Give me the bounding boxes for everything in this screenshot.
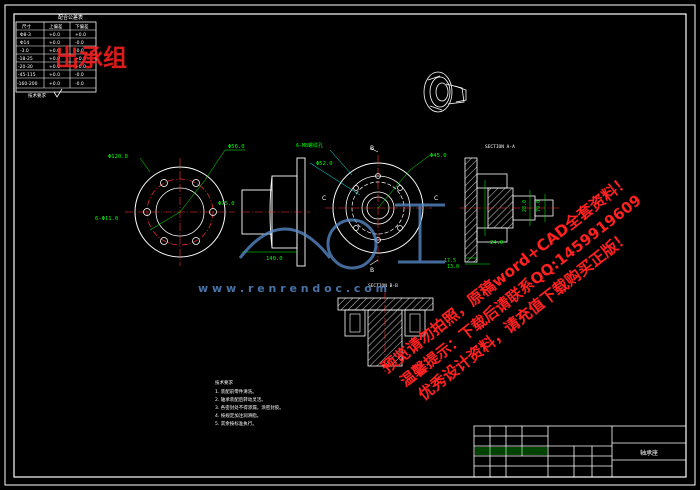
dim-label: Φ45.0: [430, 153, 447, 159]
watermark-line-2: 温馨提示：下载后请联系QQ:1459919609: [397, 191, 645, 390]
table-row: -160-200 +0.0 -0.0: [17, 81, 84, 87]
site-url-watermark: w w w . r e n r e n d o c . c o m: [198, 282, 387, 295]
technical-notes: 技术要求 1. 装配前零件清洗。 2. 轴承装配后转动灵活。 3. 各密封处不得…: [215, 379, 284, 427]
middle-side-view: [241, 157, 310, 267]
tech-note: 2. 轴承装配后转动灵活。: [215, 396, 266, 403]
dim-label: 24.0: [490, 240, 503, 246]
svg-text:+0.0: +0.0: [49, 56, 60, 62]
drawing-name: 轴承座: [640, 449, 658, 457]
svg-text:+0.0: +0.0: [75, 56, 86, 62]
section-marker: B: [370, 145, 374, 152]
table-row: -18-25 +0.0 +0.0: [18, 56, 86, 62]
svg-text:+0.0: +0.0: [49, 72, 60, 78]
dim-label: 140.0: [266, 256, 283, 262]
dim-label: Φ120.0: [108, 154, 128, 160]
dim-label: 17.5: [444, 258, 456, 264]
section-view-b: [337, 292, 434, 372]
logo-watermark: 出承组: [55, 44, 127, 72]
svg-text:+0.0: +0.0: [49, 32, 60, 38]
table-row: Φ14 +0.0 -0.0: [20, 40, 84, 46]
tolerance-table-title: 配合公差表: [58, 14, 83, 21]
title-block: [473, 425, 687, 478]
section-marker: C: [434, 195, 438, 202]
tech-note: 1. 装配前零件清洗。: [215, 388, 257, 395]
dim-label: 6-Φ11.0: [95, 216, 118, 222]
svg-text:-45-115: -45-115: [18, 72, 36, 78]
svg-text:-18-25: -18-25: [18, 56, 33, 62]
svg-text:-0.0: -0.0: [75, 72, 84, 78]
tolerance-table-footer: 技术要求: [28, 92, 46, 99]
site-logo-watermark: [238, 203, 445, 270]
tech-note: 4. 按规定加注润滑脂。: [215, 412, 261, 419]
section-title: SECTION B-B: [368, 283, 398, 289]
svg-text:-0.0: -0.0: [75, 81, 84, 87]
dim-label: Φ56.0: [228, 144, 245, 150]
right-front-view: [309, 147, 432, 266]
svg-text:-0.0: -0.0: [75, 40, 84, 46]
svg-text:+0.0: +0.0: [49, 81, 60, 87]
table-row: -3.0 +0.0 -0.0: [20, 48, 84, 54]
tech-note: 5. 其余按标准执行。: [215, 420, 257, 427]
svg-text:-3.0: -3.0: [20, 48, 29, 54]
dim-label: Φ75.0: [218, 201, 235, 207]
svg-text:+0.0: +0.0: [49, 48, 60, 54]
drawing-frame: [13, 13, 687, 478]
tech-note: 技术要求: [215, 379, 233, 386]
table-header: 尺寸: [22, 23, 31, 30]
dim-label: Φ52.0: [316, 161, 333, 167]
dim-label: 6-M8螺纹孔: [296, 142, 323, 149]
table-row: Φ8-3 +0.0 +0.0: [20, 32, 86, 38]
tolerance-table: 配合公差表 尺寸 上偏差 下偏差 Φ8-3 +0.0 +0.0 Φ14 +0.0…: [15, 14, 97, 99]
section-marker: B: [370, 267, 374, 274]
svg-text:+0.0: +0.0: [49, 40, 60, 46]
svg-text:Φ8-3: Φ8-3: [20, 32, 31, 38]
table-row: -45-115 +0.0 -0.0: [18, 72, 84, 78]
svg-text:Φ14: Φ14: [20, 40, 29, 46]
surface-finish-symbol: [53, 88, 63, 98]
svg-text:-160-200: -160-200: [17, 81, 38, 87]
svg-text:+0.0: +0.0: [75, 64, 86, 70]
dim-label: 13.0: [447, 264, 459, 270]
section-view-a: [460, 157, 560, 265]
table-header: 下偏差: [75, 23, 89, 30]
svg-text:-20-30: -20-30: [18, 64, 33, 70]
table-row: -20-30 +0.0 +0.0: [18, 64, 86, 70]
outer-border: [4, 4, 696, 486]
svg-text:+0.0: +0.0: [49, 64, 60, 70]
svg-text:-0.0: -0.0: [75, 48, 84, 54]
dim-label: 28.0: [522, 200, 528, 212]
tech-note: 3. 各密封处不得渗漏，涂密封胶。: [215, 404, 284, 411]
left-front-view: [125, 149, 245, 266]
title-block-fill: [475, 447, 547, 455]
svg-text:+0.0: +0.0: [75, 32, 86, 38]
dim-label: 79.0: [536, 200, 542, 212]
section-marker: C: [322, 195, 326, 202]
isometric-view: [423, 71, 467, 113]
section-title: SECTION A-A: [485, 144, 515, 150]
table-header: 上偏差: [49, 23, 63, 30]
